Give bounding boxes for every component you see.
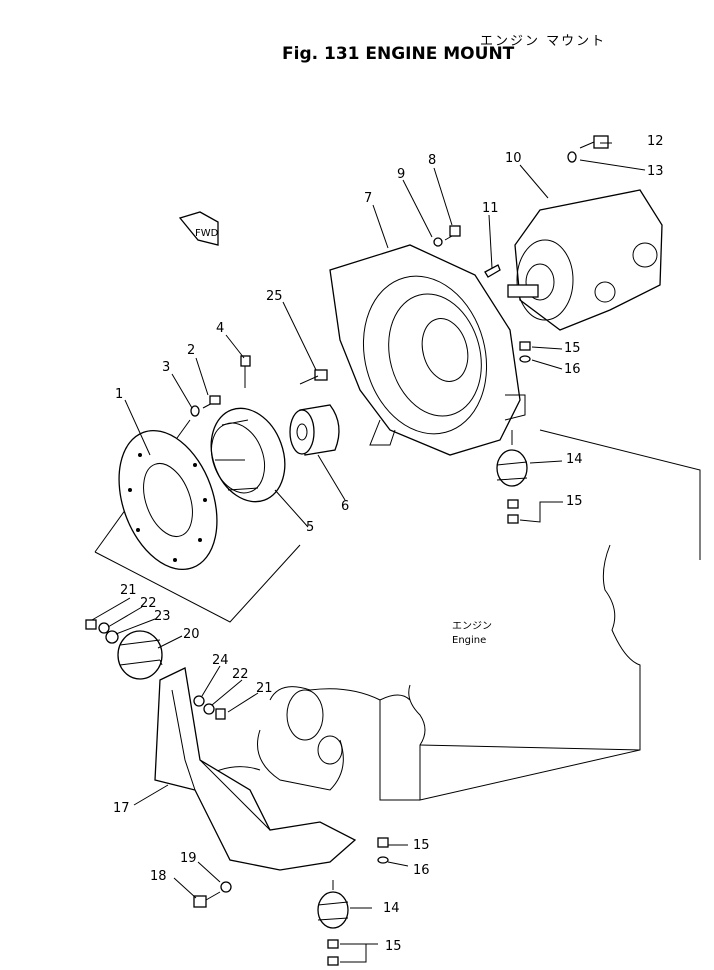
- small-bolts: [190, 355, 328, 417]
- flywheel-plate: [118, 429, 218, 571]
- rubber-coupling: [210, 407, 286, 503]
- callout-15-bottom: 15: [385, 939, 402, 954]
- callout-1: 1: [115, 387, 123, 402]
- callout-9: 9: [397, 167, 405, 182]
- rubber-mount-lower: [317, 837, 389, 966]
- rubber-mount-front: [85, 619, 226, 720]
- callout-16-lower: 16: [413, 863, 430, 878]
- leader-lines: [91, 142, 646, 963]
- figure-title-japanese: エンジン マウント: [480, 34, 607, 49]
- callout-2: 2: [187, 343, 195, 358]
- callout-8: 8: [428, 153, 436, 168]
- bracket-bolt: [193, 881, 232, 908]
- shaft-key: [484, 264, 501, 278]
- callout-20: 20: [183, 627, 200, 642]
- engine-label: Engine: [452, 635, 486, 646]
- callout-numbers: 1 2 3 4 5 6 7 8 9 10 11 12 13 14 14 15 1…: [113, 134, 664, 954]
- callout-4: 4: [216, 321, 224, 336]
- flywheel-housing: [329, 244, 526, 456]
- callout-18: 18: [150, 869, 167, 884]
- engine-bracket: [154, 667, 357, 871]
- callout-23: 23: [154, 609, 171, 624]
- callout-17: 17: [113, 801, 130, 816]
- engine-block: [199, 429, 701, 801]
- callout-13: 13: [647, 164, 664, 179]
- callout-21-upper: 21: [120, 583, 137, 598]
- callout-14-lower: 14: [383, 901, 400, 916]
- callout-10: 10: [505, 151, 522, 166]
- callout-15-upper: 15: [564, 341, 581, 356]
- fwd-label: FWD: [195, 228, 219, 239]
- callout-24: 24: [212, 653, 229, 668]
- callout-5: 5: [306, 520, 314, 535]
- callout-22-upper: 22: [140, 596, 157, 611]
- callout-19: 19: [180, 851, 197, 866]
- pump-bolt: [567, 135, 609, 163]
- callout-3: 3: [162, 360, 170, 375]
- rubber-mount-upper: [496, 430, 528, 487]
- callout-14-upper: 14: [566, 452, 583, 467]
- callout-25: 25: [266, 289, 283, 304]
- hydraulic-pump: [507, 189, 663, 331]
- callout-12: 12: [647, 134, 664, 149]
- nuts-upper: [507, 341, 531, 524]
- callout-11: 11: [482, 201, 499, 216]
- forward-arrow: FWD: [178, 211, 219, 246]
- callout-15-lower: 15: [413, 838, 430, 853]
- callout-15-middle: 15: [566, 494, 583, 509]
- coupling-hub: [289, 404, 340, 456]
- callout-7: 7: [364, 191, 372, 206]
- callout-6: 6: [341, 499, 349, 514]
- callout-21-lower: 21: [256, 681, 273, 696]
- engine-label-japanese: エンジン: [452, 621, 492, 632]
- guide-line: [94, 544, 301, 623]
- callout-22-lower: 22: [232, 667, 249, 682]
- figure-title: Fig. 131 ENGINE MOUNT: [282, 44, 515, 64]
- housing-bolt: [433, 225, 461, 247]
- callout-16-upper: 16: [564, 362, 581, 377]
